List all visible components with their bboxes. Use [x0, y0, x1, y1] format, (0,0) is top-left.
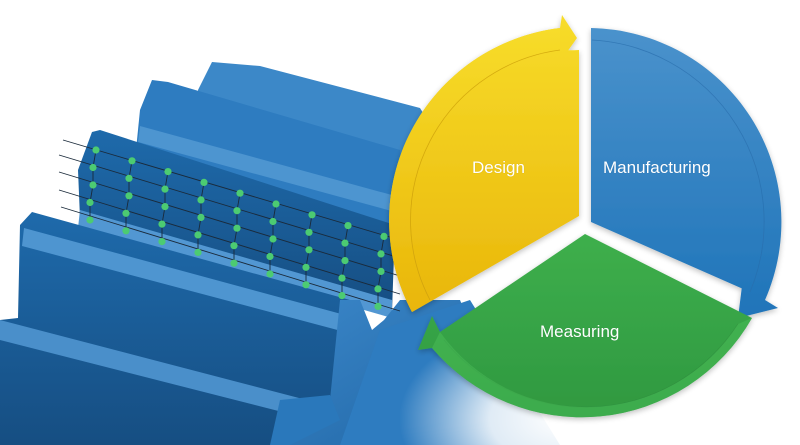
measurement-point: [305, 246, 313, 254]
measurement-point: [86, 198, 94, 207]
measurement-point: [92, 146, 100, 154]
stage-label-manufacturing: Manufacturing: [603, 158, 711, 177]
measurement-point: [305, 228, 313, 236]
measurement-point: [233, 224, 241, 232]
cycle: [389, 15, 782, 418]
measurement-point: [302, 263, 310, 271]
measurement-point: [197, 196, 205, 204]
measurement-point: [374, 302, 382, 310]
measurement-point: [233, 207, 241, 215]
measurement-point: [269, 217, 277, 226]
stage-manufacturing-segment[interactable]: [591, 28, 782, 318]
gear-tooth-measured: [78, 130, 395, 312]
measurement-point: [89, 181, 97, 189]
measurement-point: [164, 168, 172, 176]
measurement-point: [341, 257, 349, 265]
measurement-point: [341, 239, 349, 247]
measurement-point: [158, 220, 166, 228]
measurement-point: [230, 259, 238, 267]
measurement-point: [380, 232, 388, 240]
measurement-point: [374, 285, 382, 293]
measurement-point: [200, 178, 208, 186]
measurement-point: [197, 213, 205, 221]
measurement-point: [377, 250, 385, 258]
measurement-point: [122, 209, 130, 217]
measurement-point: [272, 200, 280, 208]
stage-design-segment[interactable]: [389, 15, 579, 312]
stage-label-measuring: Measuring: [540, 322, 620, 341]
measurement-point: [266, 270, 274, 278]
measurement-point: [128, 157, 136, 165]
gear-tooth-front: [0, 212, 350, 445]
measurement-point: [125, 174, 133, 182]
measurement-point: [338, 274, 346, 282]
measurement-point: [377, 267, 385, 275]
measurement-point: [86, 216, 94, 224]
measurement-point: [266, 252, 274, 261]
measurement-point: [269, 235, 277, 243]
stage-measuring-segment[interactable]: [418, 234, 752, 418]
measurement-point: [194, 231, 202, 239]
measurement-point: [122, 227, 130, 235]
stage-label-design: Design: [472, 158, 525, 177]
measurement-point: [230, 242, 238, 250]
measurement-point: [344, 222, 352, 230]
measurement-point: [338, 292, 346, 300]
measurement-point: [236, 189, 244, 197]
measurement-points: [86, 146, 388, 310]
measurement-point: [308, 211, 316, 219]
measurement-point: [194, 248, 202, 256]
measurement-point: [125, 192, 133, 200]
measurement-point: [89, 163, 97, 172]
measurement-point: [302, 281, 310, 289]
measurement-point: [158, 238, 166, 246]
measurement-point: [161, 185, 169, 193]
measurement-point: [161, 203, 169, 211]
